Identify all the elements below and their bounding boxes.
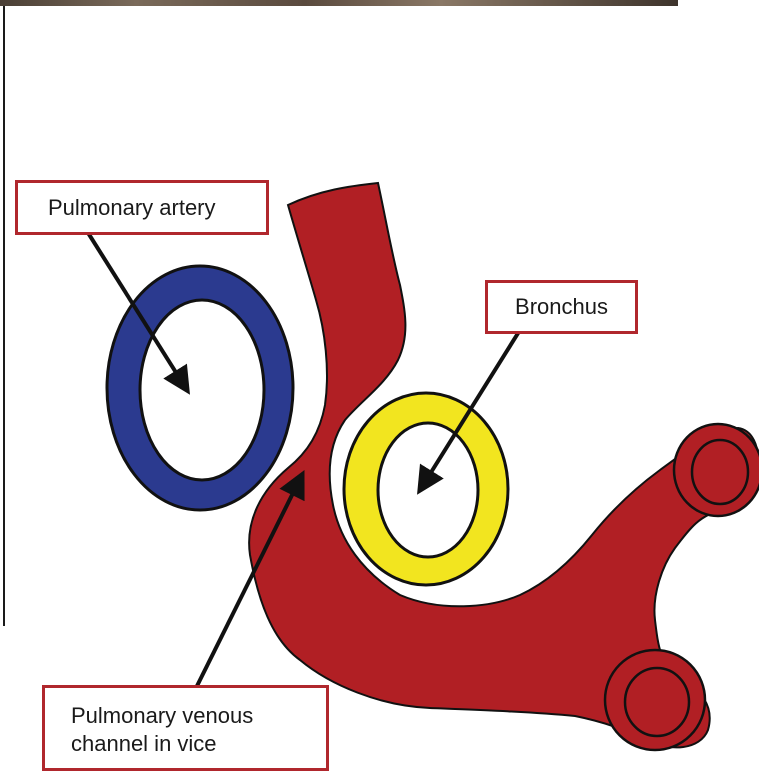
upper-branch-end (674, 424, 759, 516)
bronchus-ring (344, 393, 508, 585)
pulmonary-artery-ring (107, 266, 293, 510)
pulmonary-artery-label: Pulmonary artery (15, 180, 269, 235)
pulmonary-venous-channel-label: Pulmonary venous channel in vice (42, 685, 329, 771)
lower-branch-end (605, 650, 705, 750)
bronchus-label: Bronchus (485, 280, 638, 334)
